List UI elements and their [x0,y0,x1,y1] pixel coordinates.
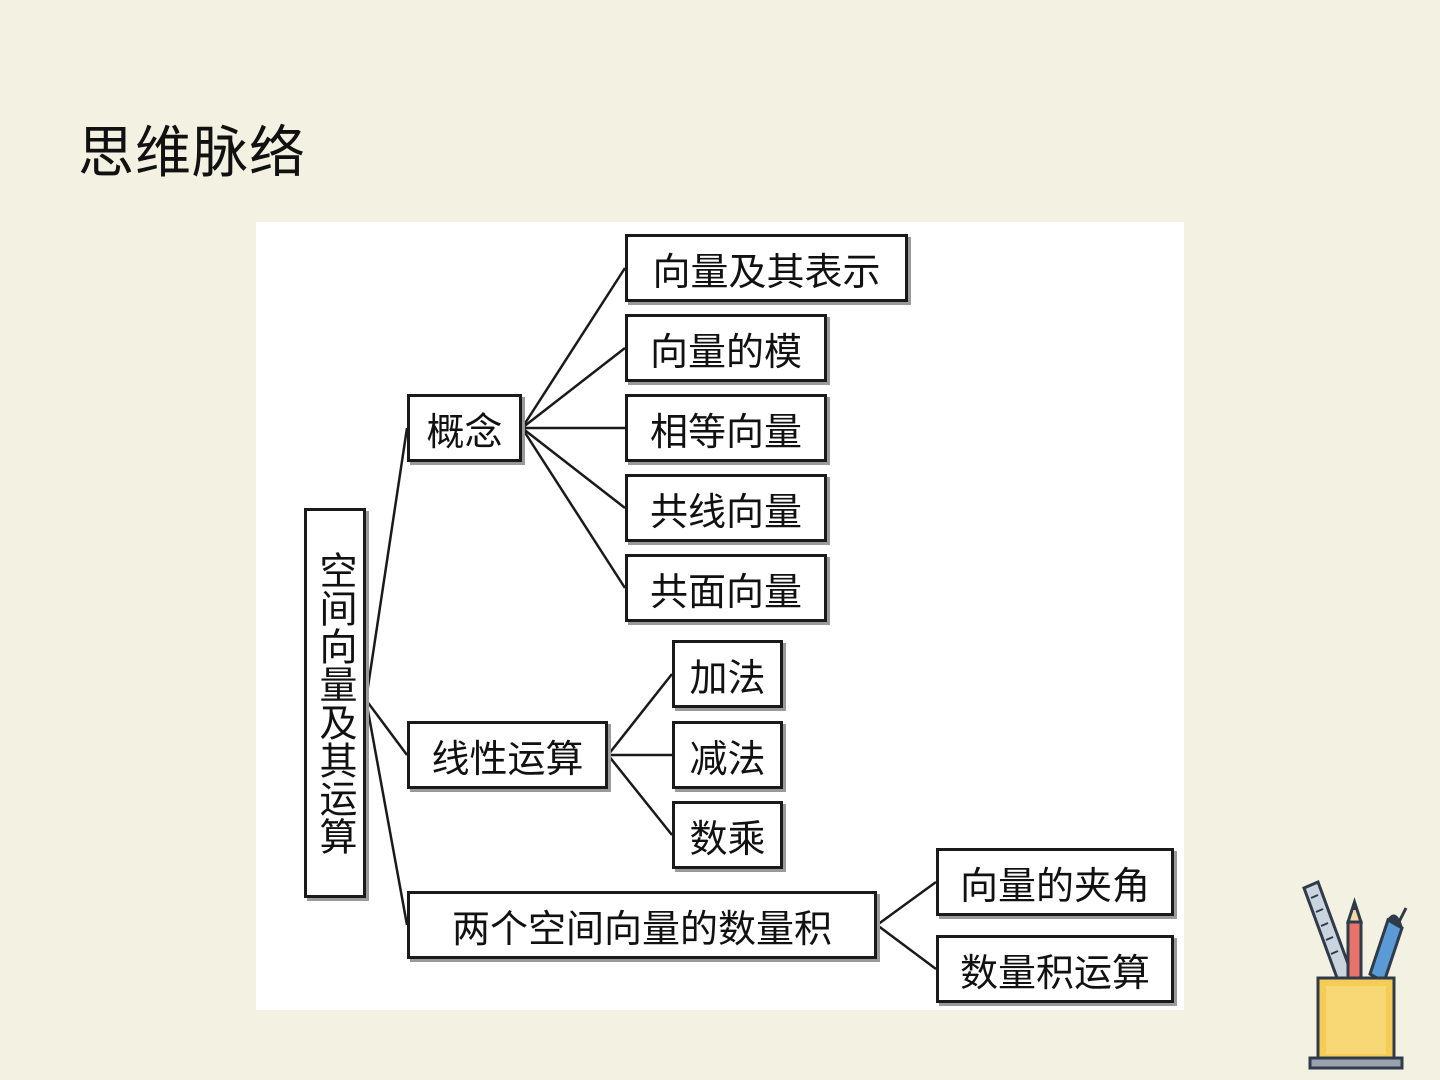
connector-linear-3 [607,754,673,836]
node-root: 空间向量及其运算 [304,508,366,898]
cup-icon [1308,976,1404,1070]
node-leaf-scalar-multiplication: 数乘 [672,801,783,869]
connector-lines [364,267,937,971]
connector-concept-4 [521,427,626,509]
connector-dot-1 [876,880,937,927]
connector-root-dot [364,699,409,926]
node-leaf-dot-product-operations: 数量积运算 [936,935,1174,1003]
connector-concept-1 [520,267,627,429]
connector-linear-1 [607,673,673,756]
node-leaf-subtraction: 减法 [672,721,783,789]
node-leaf-equal-vectors: 相等向量 [625,394,827,462]
node-leaf-addition: 加法 [672,640,783,708]
mind-map-diagram: 空间向量及其运算 概念 向量及其表示 向量的模 相等向量 共线向量 共面向量 线… [256,222,1184,1010]
node-leaf-vector-angle: 向量的夹角 [936,848,1174,916]
node-branch-concept: 概念 [407,394,522,462]
node-leaf-vector-representation: 向量及其表示 [625,234,908,302]
connector-concept-2 [521,347,626,429]
connector-concept-5 [520,427,627,589]
node-leaf-vector-magnitude: 向量的模 [625,314,827,382]
connector-root-concept [364,427,409,701]
pencil-cup-icon [1296,878,1422,1074]
slide-title: 思维脉络 [78,121,306,186]
connector-root-linear [364,699,409,756]
node-branch-linear-operations: 线性运算 [407,721,608,789]
pen-icon [1368,907,1408,985]
node-leaf-coplanar-vectors: 共面向量 [625,554,827,622]
pencil-icon [1345,897,1364,988]
connector-dot-2 [876,923,937,971]
node-leaf-collinear-vectors: 共线向量 [625,474,827,542]
node-branch-dot-product: 两个空间向量的数量积 [407,891,877,959]
